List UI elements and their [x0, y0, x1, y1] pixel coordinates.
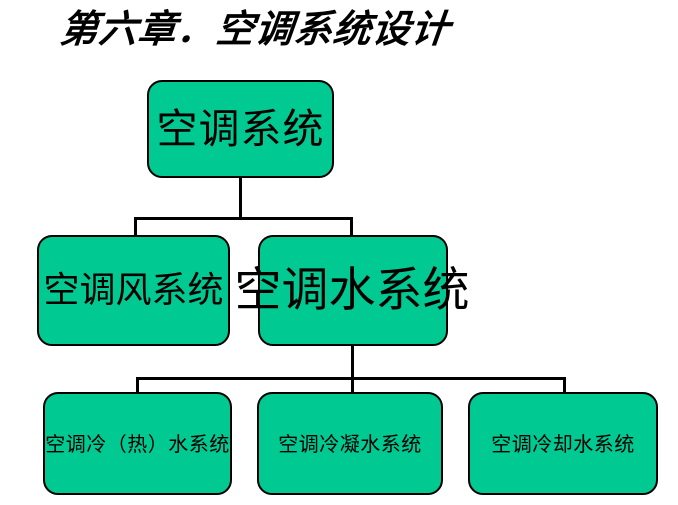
node-label: 空调系统 [156, 104, 325, 153]
node-cooling-water-system[interactable]: 空调冷却水系统 [468, 392, 658, 495]
node-label: 空调冷却水系统 [491, 431, 635, 456]
node-label: 空调风系统 [43, 269, 224, 311]
node-label: 空调水系统 [234, 263, 470, 318]
connector-root-stem [239, 178, 242, 220]
connector-level3-middle-drop [351, 377, 354, 394]
connector-level3-left-drop [136, 377, 139, 394]
node-label: 空调冷凝水系统 [278, 431, 422, 456]
node-condensate-water-system[interactable]: 空调冷凝水系统 [257, 392, 443, 495]
connector-level2-bar [134, 217, 353, 220]
node-air-conditioning-system[interactable]: 空调系统 [147, 80, 334, 178]
connector-level3-right-drop [563, 377, 566, 394]
page-title: 第六章．空调系统设计 [57, 6, 453, 51]
connector-level2-left-drop [134, 217, 137, 237]
connector-water-stem [351, 346, 354, 380]
connector-level2-right-drop [350, 217, 353, 237]
node-water-side-system[interactable]: 空调水系统 [235, 235, 470, 346]
node-label: 空调冷（热）水系统 [45, 431, 230, 456]
node-chilled-hot-water-system[interactable]: 空调冷（热）水系统 [43, 392, 232, 495]
node-air-side-system[interactable]: 空调风系统 [37, 235, 230, 346]
